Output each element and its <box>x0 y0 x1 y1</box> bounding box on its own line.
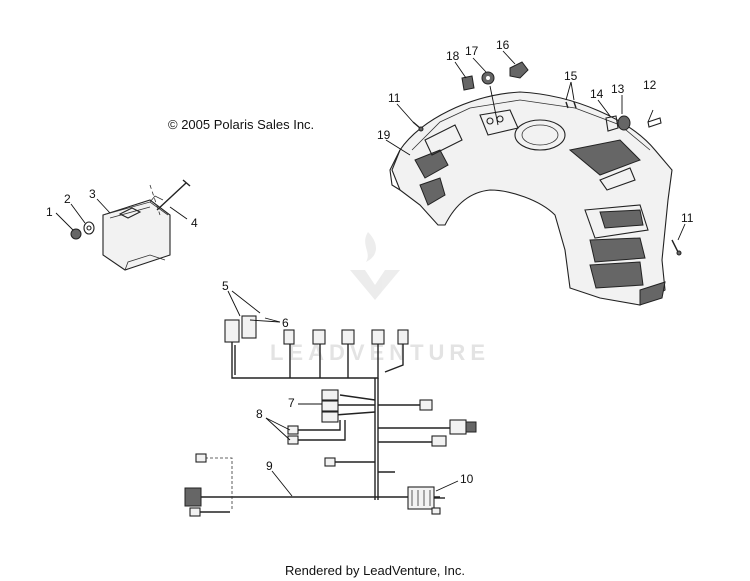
callout-13: 13 <box>611 82 625 96</box>
callout-11-left: 11 <box>388 91 401 105</box>
part-screws-15 <box>565 101 577 109</box>
part-screw-11-left <box>412 121 424 132</box>
part-nut-1 <box>70 228 82 240</box>
callout-4: 4 <box>191 216 198 230</box>
part-dash-bezel-19 <box>389 91 673 306</box>
callout-6: 6 <box>282 316 289 330</box>
callout-9: 9 <box>266 459 273 473</box>
part-screw-11-right <box>671 239 682 256</box>
callout-10: 10 <box>460 472 474 486</box>
callout-12: 12 <box>643 78 657 92</box>
callout-14: 14 <box>590 87 604 101</box>
callout-2: 2 <box>64 192 71 206</box>
part-clip-14 <box>605 115 619 132</box>
callout-3: 3 <box>89 187 96 201</box>
part-main-harness-9 <box>184 315 477 517</box>
part-bumper-16 <box>509 61 529 79</box>
part-switch-18 <box>461 75 475 91</box>
part-fastener-13 <box>617 115 631 131</box>
copyright-text: © 2005 Polaris Sales Inc. <box>168 117 315 132</box>
leader-lines <box>55 50 686 497</box>
part-module-3 <box>102 195 171 271</box>
callout-15: 15 <box>564 69 578 83</box>
callout-7: 7 <box>288 396 295 410</box>
callout-16: 16 <box>496 38 510 52</box>
callout-1: 1 <box>46 205 53 219</box>
part-bolt-12 <box>647 109 662 128</box>
callout-17: 17 <box>465 44 479 58</box>
callout-19: 19 <box>377 128 391 142</box>
watermark-logo <box>350 232 400 300</box>
callout-labels: 1 2 3 4 5 6 7 8 9 10 11 11 12 13 14 15 1… <box>46 38 694 486</box>
part-washer-2 <box>83 221 95 235</box>
callout-18: 18 <box>446 49 460 63</box>
callout-5: 5 <box>222 279 229 293</box>
callout-8: 8 <box>256 407 263 421</box>
part-grommet-17 <box>481 71 495 85</box>
part-regulator-10 <box>407 486 445 515</box>
callout-11-right: 11 <box>681 211 694 225</box>
footer-text: Rendered by LeadVenture, Inc. <box>285 563 465 578</box>
part-bolt-4 <box>149 179 191 216</box>
